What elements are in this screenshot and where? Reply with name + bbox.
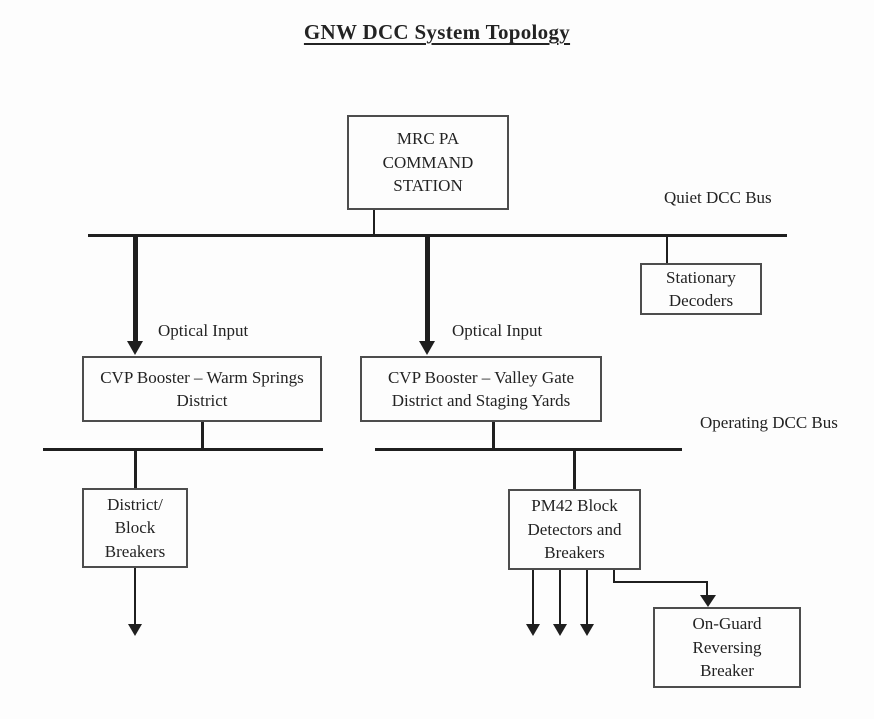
command-station-connector	[373, 208, 375, 235]
pm42-onguard-elbow-h	[613, 581, 708, 583]
node-cvp-valley-gate: CVP Booster – Valley Gate District and S…	[360, 356, 602, 422]
optical-input-label-right: Optical Input	[452, 321, 543, 340]
quiet-dcc-bus-label: Quiet DCC Bus	[664, 188, 772, 207]
node-stationary-decoders: Stationary Decoders	[640, 263, 762, 315]
pm42-output-head-2	[553, 624, 567, 636]
operating-bus-left-line	[43, 448, 323, 451]
pm42-output-stem-1	[532, 568, 534, 624]
pm42-output-stem-2	[559, 568, 561, 624]
district-breakers-output-stem	[134, 566, 136, 624]
district-breakers-connector	[134, 451, 137, 488]
node-pm42: PM42 Block Detectors and Breakers	[508, 489, 641, 570]
quiet-dcc-bus-line	[88, 234, 787, 237]
optical-input-arrow-right-head	[419, 341, 435, 355]
title-row: GNW DCC System Topology	[0, 20, 874, 45]
warm-springs-bus-connector	[201, 422, 204, 449]
pm42-output-head-3	[580, 624, 594, 636]
diagram-title: GNW DCC System Topology	[303, 20, 571, 44]
pm42-output-stem-3	[586, 568, 588, 624]
district-breakers-output-head	[128, 624, 142, 636]
operating-dcc-bus-label: Operating DCC Bus	[700, 413, 838, 432]
pm42-onguard-arrow-head	[700, 595, 716, 607]
optical-input-label-left: Optical Input	[158, 321, 249, 340]
node-on-guard: On-Guard Reversing Breaker	[653, 607, 801, 688]
optical-input-arrow-left-head	[127, 341, 143, 355]
pm42-output-head-1	[526, 624, 540, 636]
optical-input-arrow-left-stem	[133, 236, 138, 341]
pm42-onguard-elbow-v1	[613, 568, 615, 583]
pm42-connector	[573, 451, 576, 489]
stationary-decoders-connector	[666, 236, 668, 263]
pm42-onguard-elbow-v2	[706, 583, 708, 595]
node-district-block-breakers: District/ Block Breakers	[82, 488, 188, 568]
optical-input-arrow-right-stem	[425, 236, 430, 341]
valley-gate-bus-connector	[492, 422, 495, 449]
node-command-station: MRC PA COMMAND STATION	[347, 115, 509, 210]
operating-bus-right-line	[375, 448, 682, 451]
node-cvp-warm-springs: CVP Booster – Warm Springs District	[82, 356, 322, 422]
